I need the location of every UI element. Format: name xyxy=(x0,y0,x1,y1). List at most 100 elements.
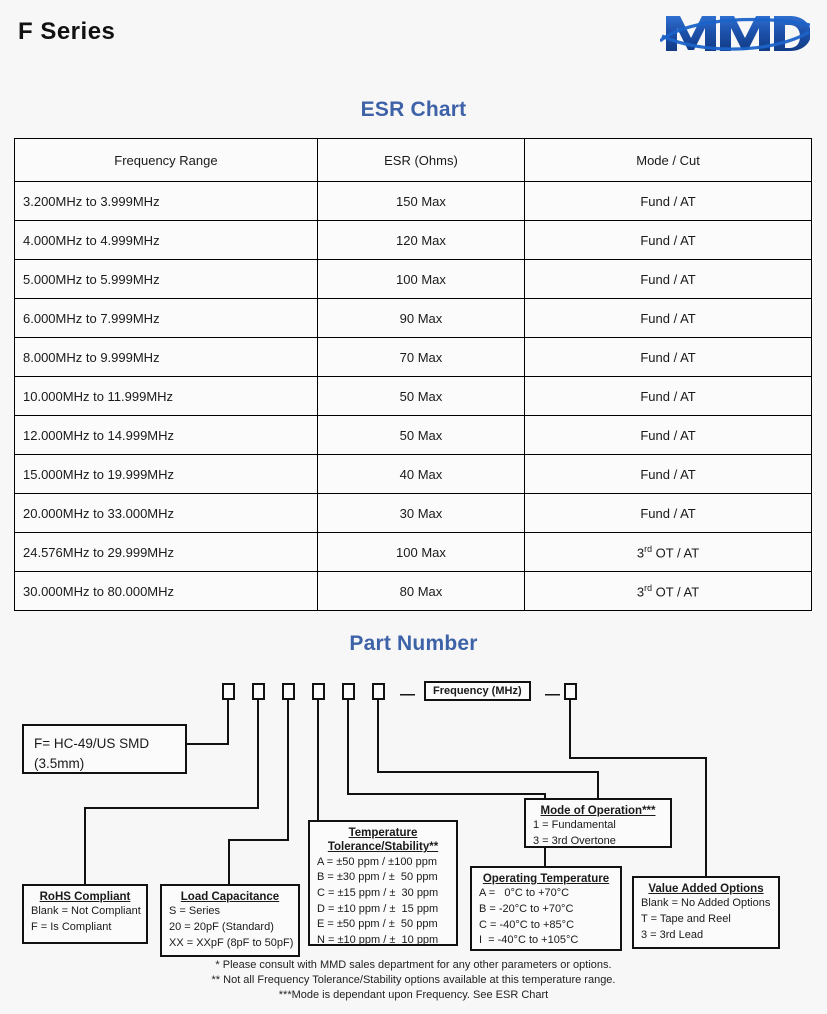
callout-value-added-options-line-1: Blank = No Added Options xyxy=(641,897,771,910)
column-header-mode-cut: Mode / Cut xyxy=(524,138,812,182)
table-header-row: Frequency Range ESR (Ohms) Mode / Cut xyxy=(14,138,812,182)
separator-dash-2: — xyxy=(545,686,560,703)
cell-frequency-range: 12.000MHz to 14.999MHz xyxy=(14,415,318,455)
cell-frequency-range: 30.000MHz to 80.000MHz xyxy=(14,571,318,611)
cell-esr-ohms: 90 Max xyxy=(316,298,526,338)
cell-frequency-range: 4.000MHz to 4.999MHz xyxy=(14,220,318,260)
cell-mode-cut: 3rd OT / AT xyxy=(524,571,812,611)
callout-value-added-options-line-3: 3 = 3rd Lead xyxy=(641,928,704,941)
cell-esr-ohms: 100 Max xyxy=(316,259,526,299)
callout-load-capacitance-line-1: S = Series xyxy=(169,905,221,918)
callout-load-capacitance-heading: Load Capacitance xyxy=(180,891,280,903)
callout-mode-of-operation-line-1: 1 = Fundamental xyxy=(533,819,616,832)
callout-operating-temperature: Operating Temperature A = 0°C to +70°C B… xyxy=(470,866,622,951)
callout-load-capacitance-line-3: XX = XXpF (8pF to 50pF) xyxy=(169,936,294,949)
callout-operating-temperature-heading: Operating Temperature xyxy=(482,873,610,885)
callout-value-added-options-heading: Value Added Options xyxy=(648,883,764,895)
footnote-3: ***Mode is dependant upon Frequency. See… xyxy=(278,988,549,1001)
callout-load-capacitance: Load Capacitance S = Series 20 = 20pF (S… xyxy=(160,884,300,957)
cell-esr-ohms: 100 Max xyxy=(316,532,526,572)
cell-mode-cut: Fund / AT xyxy=(524,376,812,416)
code-box-6[interactable] xyxy=(372,683,385,700)
cell-esr-ohms: 80 Max xyxy=(316,571,526,611)
cell-mode-cut: Fund / AT xyxy=(524,337,812,377)
callout-value-added-options-line-2: T = Tape and Reel xyxy=(641,912,731,925)
callout-package-line-1: F= HC-49/US SMD xyxy=(34,736,150,751)
code-box-5[interactable] xyxy=(342,683,355,700)
page-title: F Series xyxy=(18,18,116,45)
cell-frequency-range: 8.000MHz to 9.999MHz xyxy=(14,337,318,377)
callout-temperature-tolerance-heading-2: Tolerance/Stability** xyxy=(327,841,439,854)
callout-mode-of-operation-heading: Mode of Operation*** xyxy=(540,805,656,817)
esr-chart-title: ESR Chart xyxy=(360,98,467,121)
cell-mode-cut: Fund / AT xyxy=(524,259,812,299)
code-box-3[interactable] xyxy=(282,683,295,700)
cell-frequency-range: 20.000MHz to 33.000MHz xyxy=(14,493,318,533)
mmd-logo xyxy=(658,10,811,56)
callout-temperature-tolerance-line-5: E = ±50 ppm / ± 50 ppm xyxy=(317,918,438,931)
callout-operating-temperature-line-3: C = -40°C to +85°C xyxy=(479,918,575,931)
cell-frequency-range: 5.000MHz to 5.999MHz xyxy=(14,259,318,299)
callout-temperature-tolerance-heading-1: Temperature xyxy=(348,827,418,839)
part-number-diagram: — Frequency (MHz) — F= HC-49/US SMD (3.5… xyxy=(0,660,827,1014)
footnotes: * Please consult with MMD sales departme… xyxy=(0,958,827,1003)
cell-mode-cut: Fund / AT xyxy=(524,298,812,338)
callout-temperature-tolerance-line-3: C = ±15 ppm / ± 30 ppm xyxy=(317,886,439,899)
footnote-2: ** Not all Frequency Tolerance/Stability… xyxy=(211,973,616,986)
callout-mode-of-operation: Mode of Operation*** 1 = Fundamental 3 =… xyxy=(524,798,672,848)
code-box-4[interactable] xyxy=(312,683,325,700)
cell-mode-cut: Fund / AT xyxy=(524,220,812,260)
callout-operating-temperature-line-1: A = 0°C to +70°C xyxy=(479,887,570,900)
cell-esr-ohms: 120 Max xyxy=(316,220,526,260)
column-header-frequency-range: Frequency Range xyxy=(14,138,318,182)
callout-temperature-tolerance-line-6: N = ±10 ppm / ± 10 ppm xyxy=(317,933,439,946)
cell-mode-cut: 3rd OT / AT xyxy=(524,532,812,572)
cell-esr-ohms: 30 Max xyxy=(316,493,526,533)
code-box-1[interactable] xyxy=(222,683,235,700)
frequency-field[interactable]: Frequency (MHz) xyxy=(424,681,531,701)
callout-load-capacitance-line-2: 20 = 20pF (Standard) xyxy=(169,920,274,933)
callout-rohs-line-1: Blank = Not Compliant xyxy=(31,905,141,918)
callout-temperature-tolerance-line-2: B = ±30 ppm / ± 50 ppm xyxy=(317,871,438,884)
cell-esr-ohms: 150 Max xyxy=(316,181,526,221)
cell-frequency-range: 3.200MHz to 3.999MHz xyxy=(14,181,318,221)
callout-temperature-tolerance-line-1: A = ±50 ppm / ±100 ppm xyxy=(317,855,438,868)
cell-esr-ohms: 50 Max xyxy=(316,376,526,416)
page-header: F Series xyxy=(0,0,827,70)
cell-esr-ohms: 40 Max xyxy=(316,454,526,494)
callout-operating-temperature-line-4: I = -40°C to +105°C xyxy=(479,934,579,947)
separator-dash-1: — xyxy=(400,686,415,703)
code-box-7[interactable] xyxy=(564,683,577,700)
callout-package: F= HC-49/US SMD (3.5mm) xyxy=(22,724,187,774)
callout-rohs-compliant: RoHS Compliant Blank = Not Compliant F =… xyxy=(22,884,148,944)
cell-frequency-range: 6.000MHz to 7.999MHz xyxy=(14,298,318,338)
cell-frequency-range: 10.000MHz to 11.999MHz xyxy=(14,376,318,416)
callout-rohs-line-2: F = Is Compliant xyxy=(31,920,112,933)
cell-mode-cut: Fund / AT xyxy=(524,493,812,533)
callout-package-line-2: (3.5mm) xyxy=(34,755,85,771)
column-header-esr-ohms: ESR (Ohms) xyxy=(316,138,526,182)
cell-mode-cut: Fund / AT xyxy=(524,415,812,455)
callout-mode-of-operation-line-2: 3 = 3rd Overtone xyxy=(533,834,616,847)
esr-chart-table: Frequency Range ESR (Ohms) Mode / Cut 3.… xyxy=(14,138,812,611)
cell-mode-cut: Fund / AT xyxy=(524,454,812,494)
code-box-2[interactable] xyxy=(252,683,265,700)
cell-mode-cut: Fund / AT xyxy=(524,181,812,221)
callout-temperature-tolerance-line-4: D = ±10 ppm / ± 15 ppm xyxy=(317,902,439,915)
part-number-title: Part Number xyxy=(349,632,478,655)
cell-frequency-range: 24.576MHz to 29.999MHz xyxy=(14,532,318,572)
cell-esr-ohms: 70 Max xyxy=(316,337,526,377)
cell-esr-ohms: 50 Max xyxy=(316,415,526,455)
callout-rohs-heading: RoHS Compliant xyxy=(39,891,131,903)
